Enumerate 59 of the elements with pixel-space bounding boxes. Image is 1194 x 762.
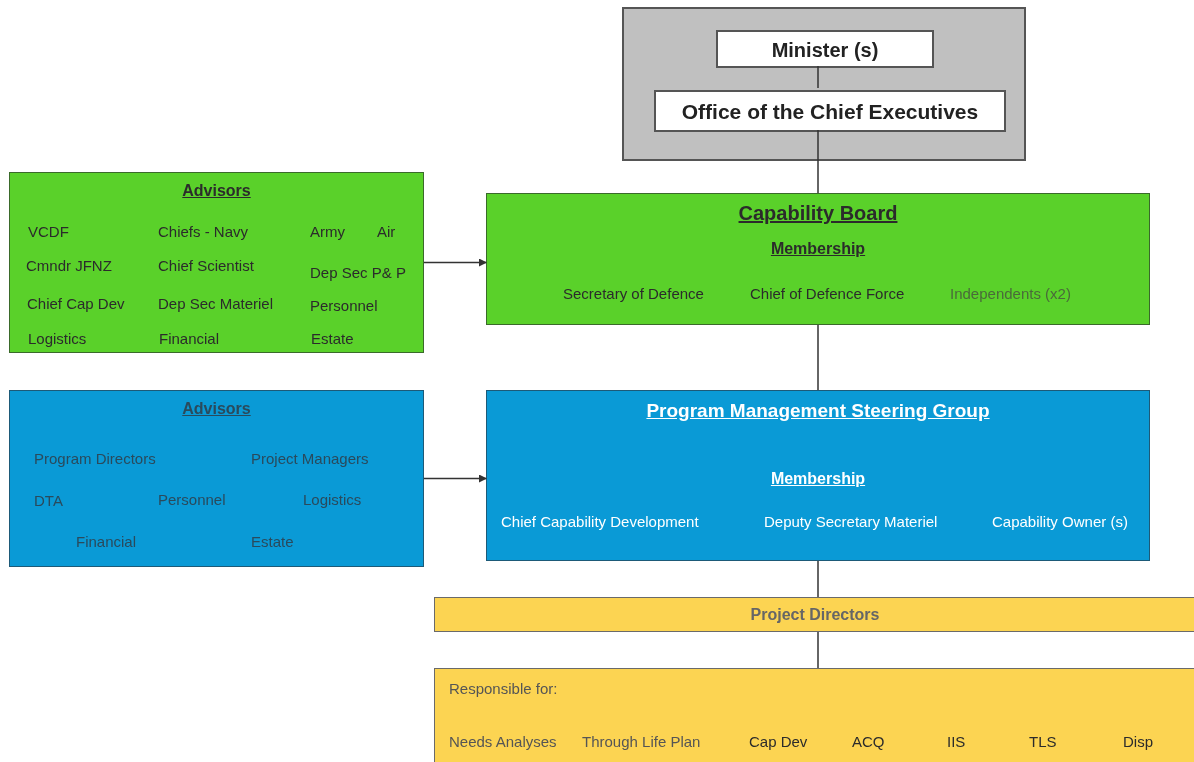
connector-line: [817, 65, 819, 89]
connector-line: [817, 129, 819, 194]
member-text: Financial: [76, 533, 137, 551]
member-text: Through Life Plan: [582, 733, 701, 751]
member-text: Logistics: [303, 491, 362, 509]
heading: Membership: [769, 470, 867, 488]
member-text: Financial: [159, 330, 220, 348]
steering-group-panel: [486, 390, 1150, 561]
org-box: [716, 30, 934, 68]
member-text: Estate: [311, 330, 354, 348]
member-text: Deputy Secretary Materiel: [764, 513, 938, 531]
member-text: Dep Sec Materiel: [158, 295, 274, 313]
directors-bar: [434, 597, 1194, 632]
member-text: Personnel: [310, 297, 378, 315]
member-text: VCDF: [28, 223, 69, 241]
member-text: IIS: [947, 733, 966, 751]
advisors-panel: [9, 172, 424, 353]
responsibilities-panel: [434, 668, 1194, 762]
member-text: Chiefs - Navy: [158, 223, 249, 241]
member-text: TLS: [1029, 733, 1057, 751]
connector-line: [817, 560, 819, 598]
heading: Membership: [769, 240, 867, 258]
member-text: Logistics: [28, 330, 87, 348]
member-text: Disp: [1123, 733, 1153, 751]
heading: Advisors: [181, 182, 252, 200]
member-text: Capability Owner (s): [992, 513, 1128, 531]
member-text: Independents (x2): [950, 285, 1071, 303]
advisors-panel: [9, 390, 424, 567]
connector-line: [817, 324, 819, 391]
heading: Minister (s): [770, 41, 880, 59]
heading: Project Directors: [749, 606, 881, 624]
arrow: [423, 474, 487, 483]
member-text: Chief Cap Dev: [27, 295, 125, 313]
member-text: Needs Analyses: [449, 733, 557, 751]
arrow: [423, 258, 487, 267]
connector-line: [817, 631, 819, 669]
member-text: Chief Scientist: [158, 257, 254, 275]
heading: Office of the Chief Executives: [680, 103, 980, 121]
member-text: Chief of Defence Force: [750, 285, 905, 303]
member-text: Cmndr JFNZ: [26, 257, 112, 275]
member-text: Responsible for:: [449, 680, 558, 698]
member-text: Army: [310, 223, 345, 241]
member-text: Cap Dev: [749, 733, 808, 751]
member-text: Personnel: [158, 491, 226, 509]
member-text: DTA: [34, 492, 63, 510]
heading: Advisors: [181, 400, 252, 418]
org-box: [654, 90, 1006, 132]
member-text: Secretary of Defence: [563, 285, 704, 303]
member-text: Dep Sec P& P: [310, 264, 406, 282]
heading: Capability Board: [737, 204, 899, 222]
heading: Program Management Steering Group: [645, 402, 991, 420]
member-text: Estate: [251, 533, 294, 551]
member-text: Air: [377, 223, 396, 241]
board-panel: [486, 193, 1150, 325]
member-text: Program Directors: [34, 450, 156, 468]
group-panel: [622, 7, 1026, 161]
member-text: Project Managers: [251, 450, 369, 468]
member-text: ACQ: [852, 733, 885, 751]
member-text: Chief Capability Development: [501, 513, 699, 531]
